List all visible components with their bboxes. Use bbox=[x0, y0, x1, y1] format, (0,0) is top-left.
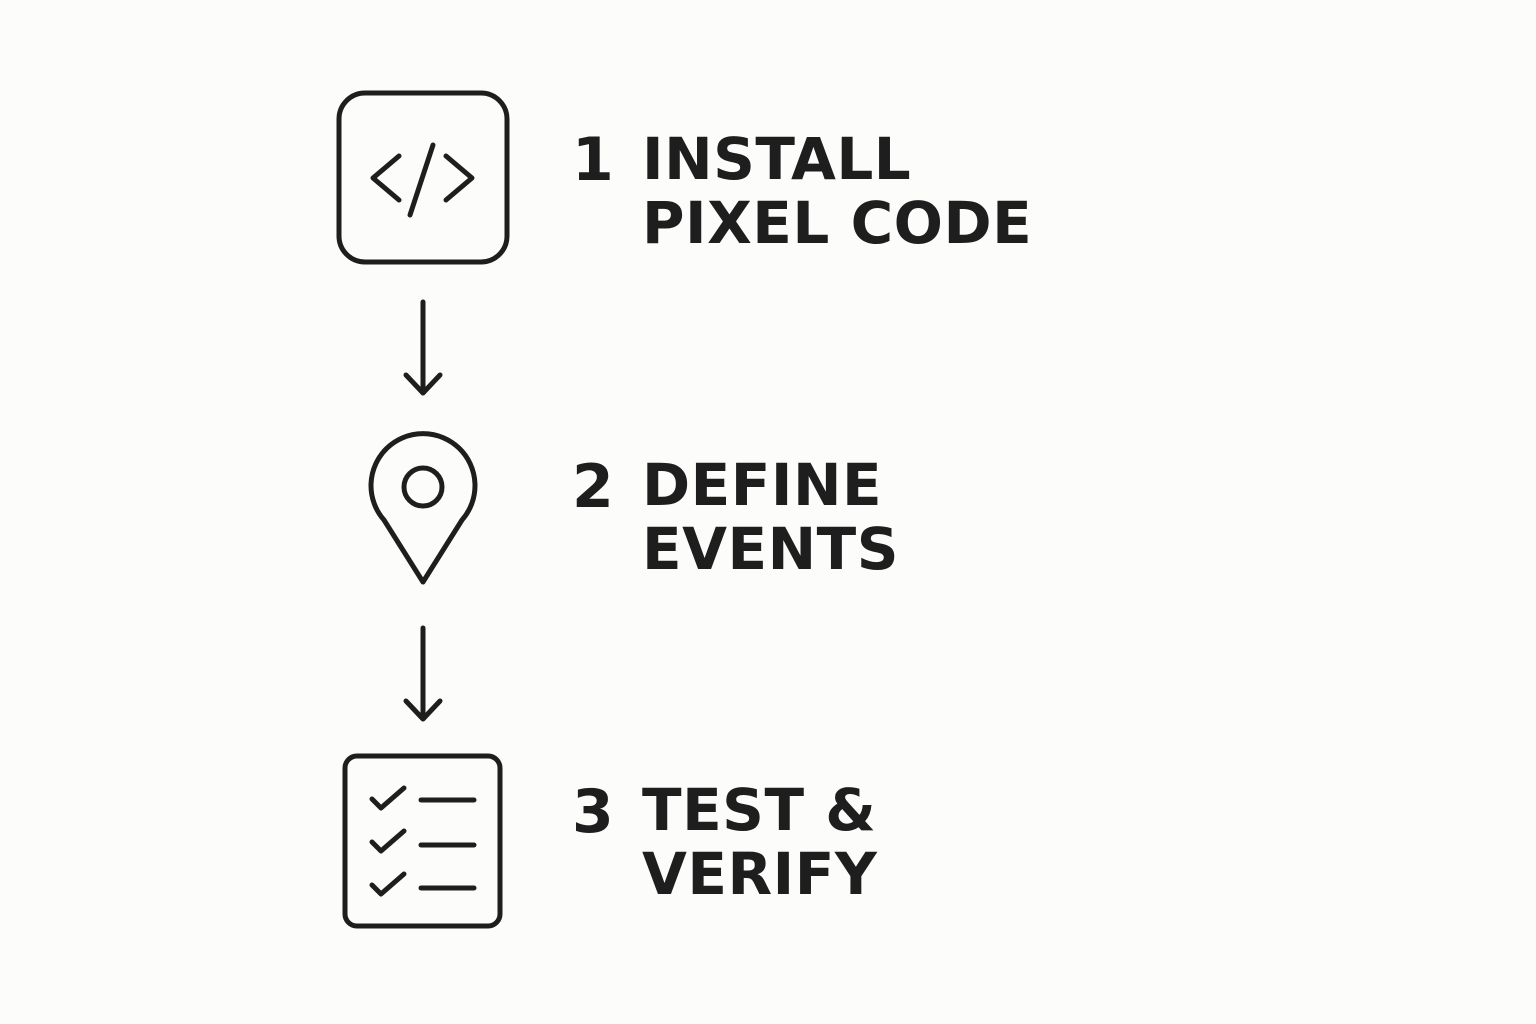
checklist-icon bbox=[342, 753, 503, 929]
code-brackets-icon bbox=[336, 90, 510, 265]
arrow-down-icon bbox=[403, 625, 443, 722]
step-label-line: TEST & bbox=[642, 776, 877, 844]
step-label-3: TEST & VERIFY bbox=[642, 778, 877, 906]
step-label-line: VERIFY bbox=[642, 840, 878, 908]
step-label-line: INSTALL bbox=[642, 125, 912, 193]
step-label-1: INSTALL PIXEL CODE bbox=[642, 127, 1032, 255]
step-number-1: 1 bbox=[572, 125, 614, 195]
arrow-down-icon bbox=[403, 299, 443, 396]
step-label-line: DEFINE bbox=[642, 451, 883, 519]
step-number-3: 3 bbox=[572, 777, 614, 847]
step-number-2: 2 bbox=[572, 452, 614, 522]
step-label-line: EVENTS bbox=[642, 515, 900, 583]
location-pin-icon bbox=[368, 431, 478, 585]
step-label-2: DEFINE EVENTS bbox=[642, 453, 899, 581]
step-label-line: PIXEL CODE bbox=[642, 189, 1033, 257]
